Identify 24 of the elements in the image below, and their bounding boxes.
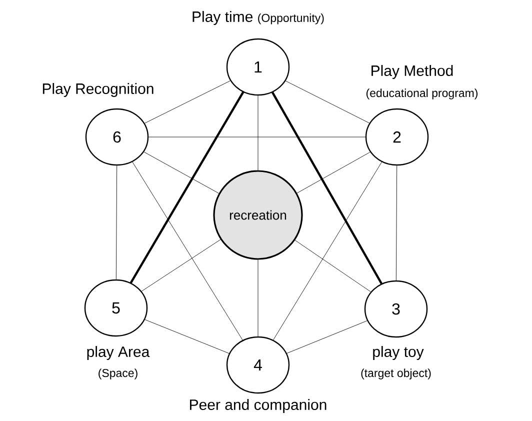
connector-line (144, 319, 230, 354)
connector-line (294, 240, 371, 292)
connector-line (141, 239, 221, 292)
connector-line (132, 162, 243, 340)
connector-line (396, 165, 398, 281)
connector-line (273, 162, 382, 340)
node-label: Peer and companion (190, 399, 326, 413)
connector-line (296, 152, 370, 194)
connector-line (144, 80, 231, 124)
connector-line (285, 80, 370, 124)
node-label: play toy (373, 346, 424, 360)
connector-line (130, 92, 244, 284)
connector-line (116, 165, 118, 280)
connector-line (148, 136, 366, 138)
node-label: Play time (Opportunity) (192, 11, 324, 25)
node-label: play Area (87, 346, 150, 360)
connector-line (144, 152, 220, 194)
node-sublabel: (educational program) (366, 88, 478, 100)
node-sublabel: (Space) (98, 368, 138, 380)
node-label: Play Recognition (42, 83, 154, 97)
connector-line (272, 92, 382, 284)
node-label: Play Method (372, 65, 453, 79)
node-sublabel: (target object) (361, 368, 431, 380)
connector-line (286, 320, 368, 354)
